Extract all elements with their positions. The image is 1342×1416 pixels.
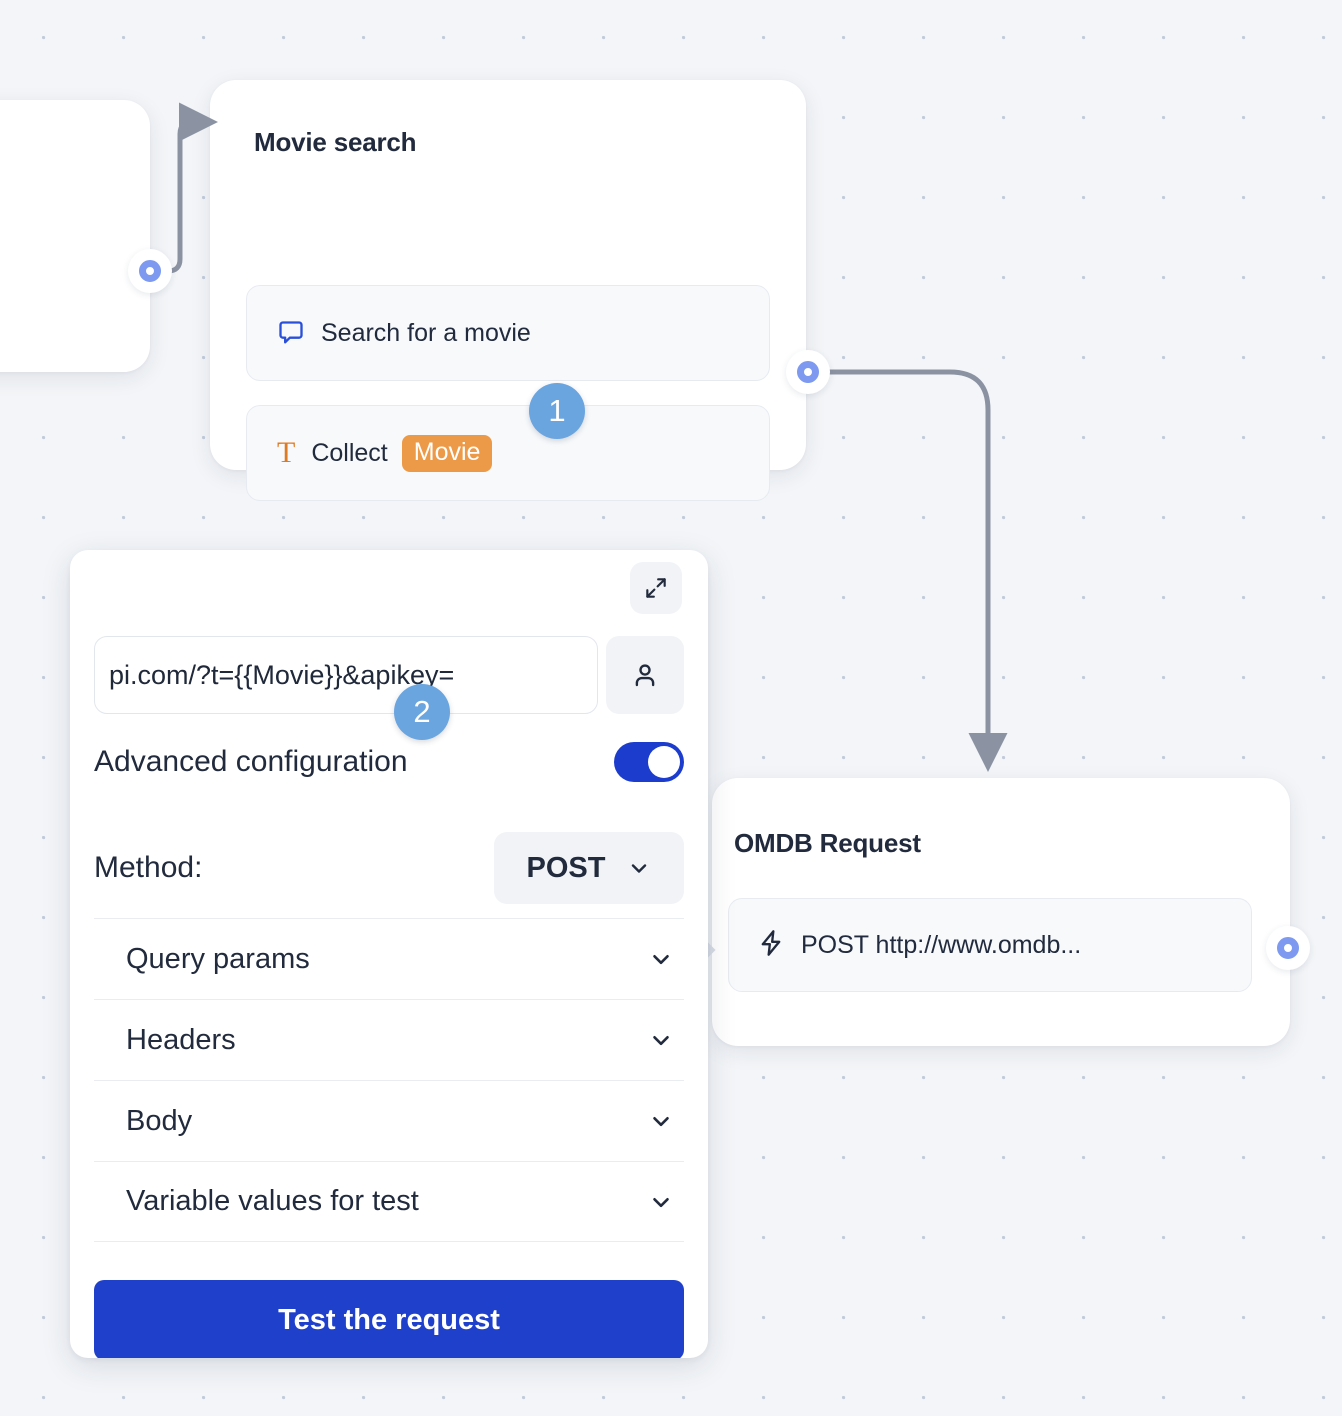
step-badge-2: 2 — [394, 684, 450, 740]
port-omdb-request-output[interactable] — [1266, 926, 1310, 970]
request-url-input[interactable] — [94, 636, 598, 714]
chevron-down-icon[interactable] — [648, 1027, 674, 1053]
node-omdb-request[interactable]: OMDB Request POST http://www.omdb... — [712, 778, 1290, 1046]
accordion-variable-values-for-test[interactable]: Variable values for test — [94, 1161, 684, 1242]
accordion-label-body: Body — [126, 1104, 193, 1137]
edge-movie-to-omdb — [825, 369, 1008, 773]
chat-bubble-icon — [277, 319, 305, 347]
method-select-value: POST — [526, 851, 606, 884]
node-title-omdb-request: OMDB Request — [734, 828, 921, 858]
chevron-down-icon[interactable] — [648, 946, 674, 972]
accordion-list: Query params Headers Body — [94, 918, 684, 1242]
node-row-label-search: Search for a movie — [321, 318, 531, 347]
node-row-post-request[interactable]: POST http://www.omdb... — [728, 898, 1252, 992]
advanced-configuration-row[interactable]: Advanced configuration — [94, 742, 684, 782]
accordion-label-variable-values: Variable values for test — [126, 1185, 419, 1217]
chevron-down-icon — [627, 856, 651, 880]
text-t-icon: T — [277, 436, 296, 469]
node-row-label-post: POST http://www.omdb... — [801, 930, 1082, 959]
user-icon-button[interactable] — [606, 636, 684, 714]
accordion-label-headers: Headers — [126, 1023, 236, 1056]
method-select-dropdown[interactable]: POST — [494, 832, 684, 904]
port-left-node-output[interactable] — [128, 249, 172, 293]
node-row-search-for-a-movie[interactable]: Search for a movie — [246, 285, 770, 381]
chevron-down-icon[interactable] — [648, 1189, 674, 1215]
advanced-configuration-label: Advanced configuration — [94, 745, 408, 778]
accordion-query-params[interactable]: Query params — [94, 918, 684, 999]
accordion-body[interactable]: Body — [94, 1080, 684, 1161]
node-movie-search[interactable]: Movie search Search for a movie T Collec… — [210, 80, 806, 501]
variable-tag-movie[interactable]: Movie — [401, 434, 493, 472]
lightning-bolt-icon — [757, 929, 785, 962]
request-config-panel[interactable]: Advanced configuration Method: POST Quer… — [70, 550, 708, 1358]
accordion-headers[interactable]: Headers — [94, 999, 684, 1080]
partial-node-card-left[interactable] — [0, 100, 150, 372]
node-row-label-collect: Collect Movie — [311, 434, 493, 472]
method-row: Method: POST — [94, 832, 684, 904]
node-title-movie-search: Movie search — [254, 127, 417, 157]
accordion-label-query-params: Query params — [126, 942, 310, 975]
collect-prefix-text: Collect — [311, 438, 388, 467]
node-row-collect-movie[interactable]: T Collect Movie — [246, 405, 770, 501]
url-field-group[interactable] — [94, 636, 684, 714]
edge-left-to-movie — [149, 102, 219, 274]
test-the-request-button[interactable]: Test the request — [94, 1280, 684, 1358]
expand-diagonal-icon-button[interactable] — [630, 562, 682, 614]
method-label: Method: — [94, 851, 203, 884]
chevron-down-icon[interactable] — [648, 1108, 674, 1134]
advanced-configuration-toggle[interactable] — [614, 742, 684, 782]
port-movie-search-output[interactable] — [786, 350, 830, 394]
step-badge-1: 1 — [529, 383, 585, 439]
